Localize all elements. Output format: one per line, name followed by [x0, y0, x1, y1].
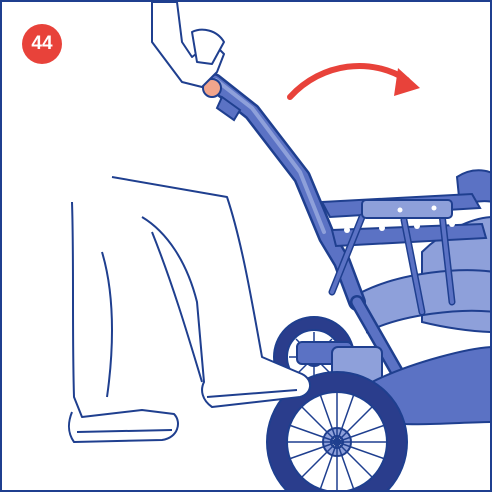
curved-arrow-icon	[290, 66, 420, 97]
step-number: 44	[31, 33, 52, 55]
step-number-badge: 44	[22, 24, 62, 64]
person-figure	[69, 2, 310, 442]
